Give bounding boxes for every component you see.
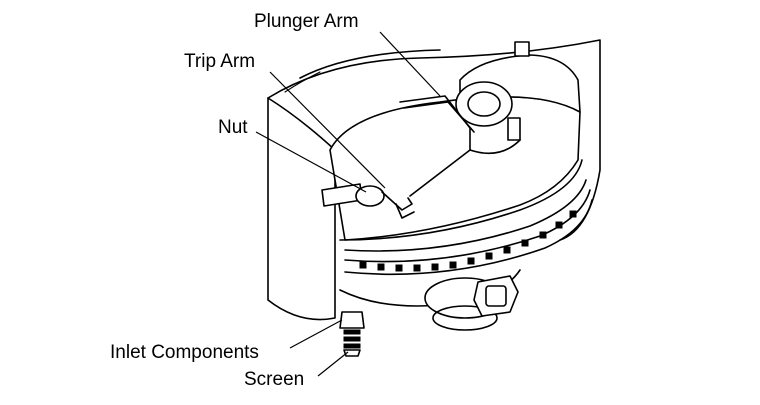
- label-screen: Screen: [244, 369, 305, 390]
- plunger-cup: [455, 81, 513, 127]
- label-plunger-arm: Plunger Arm: [254, 11, 359, 32]
- leader-plunger-arm: [379, 31, 441, 97]
- leader-screen: [317, 351, 349, 377]
- band-slots: [359, 210, 577, 272]
- leader-inlet-components: [289, 319, 343, 349]
- gasket-band: [344, 189, 591, 263]
- leader-nut: [255, 131, 367, 193]
- label-nut: Nut: [218, 117, 248, 138]
- hex-nut: [473, 275, 519, 317]
- lid-knob: [514, 41, 530, 57]
- label-trip-arm: Trip Arm: [184, 51, 256, 72]
- float-body: [329, 96, 581, 241]
- pivot-post: [507, 117, 521, 141]
- tank-shell: [267, 97, 336, 321]
- inlet-shank: [339, 311, 365, 329]
- leader-trip-arm: [269, 71, 386, 189]
- label-inlet-components: Inlet Components: [110, 342, 259, 363]
